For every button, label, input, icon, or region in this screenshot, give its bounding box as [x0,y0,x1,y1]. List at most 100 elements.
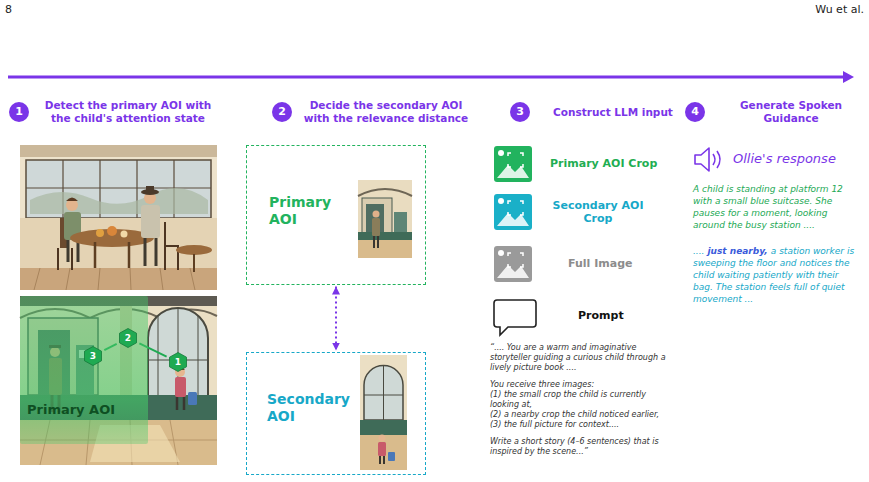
step-title: Construct LLM input [538,106,688,119]
cafe-illustration [176,245,212,255]
secondary-crop-icon [508,201,523,215]
aoi-label: Primary AOI [269,194,349,228]
primary-crop-image [358,240,412,258]
secondary-crop-icon [494,194,532,230]
station-illustration [20,296,217,465]
fixation-marker: 1 [168,352,188,372]
cafe-illustration [20,218,217,268]
speaker-icon [713,151,720,168]
step-title: Detect the primary AOI with the child's … [37,99,219,125]
callout-number: 1 [168,352,188,372]
cafe-illustration [193,254,195,272]
text-column: Primary AOI Crop [550,157,680,170]
step-title: Decide the secondary AOI with the releva… [300,99,472,125]
connector [335,287,337,351]
cafe-illustration [95,242,129,268]
full-image-icon [498,250,504,256]
full-image-icon [494,246,532,282]
cafe-illustration [20,268,217,290]
secondary-crop-image [360,355,407,470]
cafe-illustration [66,198,78,202]
text-block: Ollie's response [733,151,863,166]
step-node: 4 Generate Spoken Guidance [685,99,869,125]
cafe-illustration [34,268,195,290]
text-block: Prompt [578,309,658,322]
secondary-crop-image [378,442,386,456]
cafe-illustration [68,240,78,262]
primary-crop-icon [494,146,532,182]
primary-crop-icon [508,153,523,167]
fixation-marker: 3 [83,346,103,366]
secondary-crop-image [364,366,403,421]
text-column: Secondary AOI Crop [548,199,648,225]
story-text: .... [693,246,704,256]
primary-crop-icon [494,146,532,182]
station-illustration [188,392,197,405]
step-number: 4 [685,102,705,122]
emphasis-text: just nearby, [707,246,767,256]
cafe-illustration [107,226,117,236]
primary-crop-image [373,211,380,218]
cafe-illustration [20,145,217,290]
region-label: Primary AOI [27,402,115,417]
text-column: Ollie's response [733,151,863,166]
step-number: 1 [9,102,29,122]
text-column: Full Image [568,257,668,270]
cafe-illustration [121,231,128,238]
cafe-illustration [145,238,156,266]
cafe-illustration [30,188,208,214]
speaker-icon [695,148,709,171]
step-title: Generate Spoken Guidance [713,99,869,125]
cafe-illustration [26,160,211,218]
text-block: Full Image [568,257,668,270]
aoi-box: Primary AOI [246,145,426,285]
step-node: 2Decide the secondary AOI with the relev… [272,99,472,125]
full-image-icon [497,265,529,278]
secondary-crop-image [379,435,386,442]
secondary-crop-image [380,456,384,464]
text-block: Write a short story (4–6 sentences) that… [490,437,672,457]
aoi-box: Secondary AOI [246,352,426,475]
aoi-label: Secondary AOI [267,391,362,425]
text-column: “.... You are a warm and imaginative sto… [490,343,672,457]
text-column: A child is standing at platform 12 with … [693,183,855,305]
timeline-arrow [843,71,854,83]
prompt-bubble-icon [494,300,536,335]
cafe-illustration [58,248,72,270]
station-illustration [175,377,186,397]
callout-number: 2 [118,328,138,348]
full-image-icon [494,246,532,282]
fixation-marker: 2 [118,328,138,348]
primary-crop-image [358,180,412,258]
secondary-crop-image [360,435,407,470]
secondary-crop-image [388,452,395,461]
primary-crop-image [358,232,412,240]
secondary-crop-image [360,355,407,470]
text-block: You receive three images: [490,380,672,390]
speaker-icon [695,148,720,171]
cafe-illustration [26,160,211,218]
secondary-crop-image [360,420,407,435]
secondary-crop-image [364,366,403,420]
text-block: (2) a nearby crop the child noticed earl… [490,410,672,420]
text-block: ....just nearby,a station worker is swee… [693,245,855,305]
cafe-illustration [141,205,160,238]
text-block: (1) the small crop the child is currentl… [490,390,672,410]
secondary-crop-icon [498,198,504,204]
secondary-crop-icon [497,213,529,226]
station-illustration [148,308,208,400]
text-block: A child is standing at platform 12 with … [693,183,855,231]
text-column: Wu et al. [774,3,864,16]
text-column: 8 [5,3,35,16]
timeline-arrow [8,76,843,79]
attention-region: Primary AOI 23 [20,296,148,444]
step-node: 3Construct LLM input [510,102,688,122]
primary-crop-image [372,218,380,236]
primary-crop-image [358,180,412,258]
callout-number: 3 [83,346,103,366]
text-column: Prompt [578,309,658,322]
text-block: (3) the full picture for context.... [490,420,672,430]
full-image-icon [508,253,523,267]
step-node: 1 Detect the primary AOI with the child's… [9,99,219,125]
